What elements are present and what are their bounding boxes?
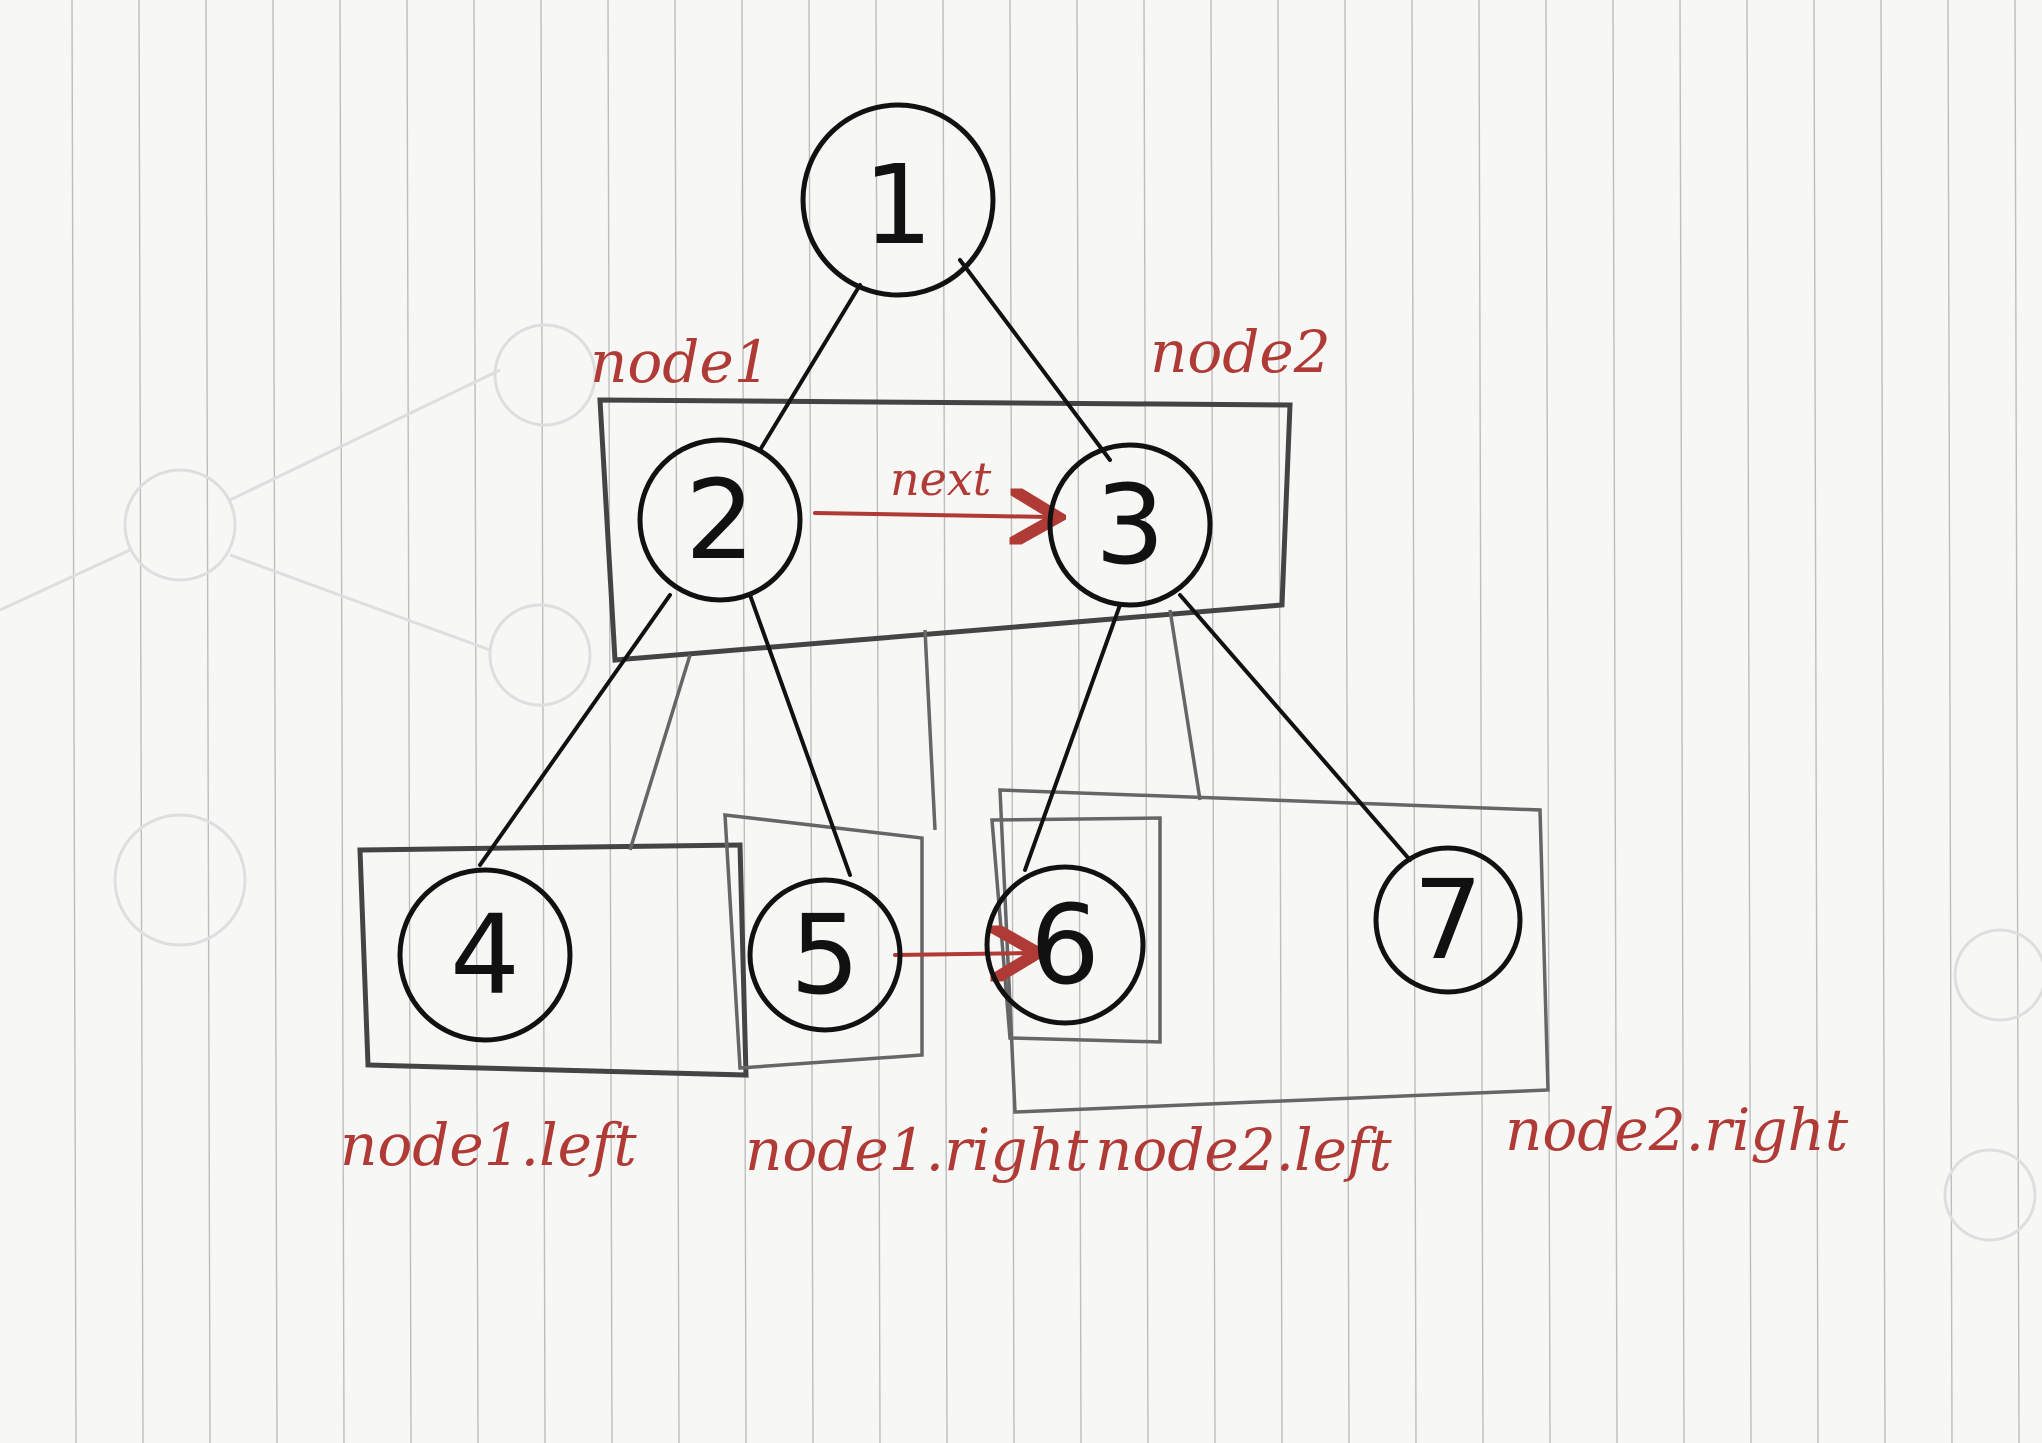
rule-line [942,0,948,1443]
node1-left-annotation: node1.left [340,1111,637,1179]
next-arrow-2-3 [813,513,1050,517]
node-circle [1047,442,1213,608]
next-pointers [813,513,1050,955]
notebook-rule-lines [71,0,2020,1443]
rule-line [138,0,144,1443]
rule-line [1210,0,1216,1443]
node-label: 2 [685,456,755,584]
node1-node2-box [597,397,1293,663]
rule-line [406,0,412,1443]
rule-line [473,0,479,1443]
rule-line [1478,0,1484,1443]
tree-node-1: 1 [800,102,996,298]
rule-line [2014,0,2020,1443]
rule-line [71,0,77,1443]
rule-line [272,0,278,1443]
node-circle [984,864,1146,1026]
tree-node-3: 3 [1047,442,1213,608]
next-annotation: next [890,452,992,506]
rule-line [1947,0,1953,1443]
node-label: 4 [450,891,520,1019]
rule-line [1813,0,1819,1443]
node-label: 7 [1413,856,1483,984]
node1-left-box [357,842,749,1078]
rule-line [674,0,680,1443]
tree-node-5: 5 [747,877,903,1033]
edge-2-4 [478,593,672,867]
next-arrow-5-6 [893,953,1030,955]
node-label: 5 [790,891,860,1019]
node-circle [1373,845,1523,995]
box-connectors [628,609,1202,851]
node-circle [397,867,573,1043]
rule-line [1545,0,1551,1443]
tree-node-6: 6 [984,864,1146,1026]
edge-3-6 [1023,603,1122,872]
rule-line [1344,0,1350,1443]
edge-1-3 [958,258,1112,462]
node1-right-annotation: node1.right [745,1116,1089,1184]
tree-node-7: 7 [1373,845,1523,995]
rule-line [1277,0,1283,1443]
rule-line [205,0,211,1443]
ghost-sketch [0,323,2042,1242]
node1-annotation: node1 [590,328,771,396]
rule-line [607,0,613,1443]
node-circle [747,877,903,1033]
edge-3-7 [1178,593,1412,862]
node-label: 6 [1030,881,1100,1009]
edge-1-2 [758,283,862,452]
node-circle [800,102,996,298]
rule-line [1143,0,1149,1443]
edge-2-5 [748,593,852,877]
rule-line [1880,0,1886,1443]
rule-line [741,0,747,1443]
rule-line [1746,0,1752,1443]
rule-line [875,0,881,1443]
node2-left-annotation: node2.left [1095,1116,1392,1184]
rule-line [339,0,345,1443]
tree-node-4: 4 [397,867,573,1043]
node-circle [637,437,803,603]
rule-line [808,0,814,1443]
rule-line [1009,0,1015,1443]
rule-line [540,0,546,1443]
node2-annotation: node2 [1150,318,1331,386]
rule-line [1679,0,1685,1443]
rule-line [1612,0,1618,1443]
tree-edges [478,258,1412,877]
node1-right-box [723,813,924,1070]
node-label: 3 [1095,461,1165,589]
tree-node-2: 2 [637,437,803,603]
node-label: 1 [863,141,933,269]
node2-right-annotation: node2.right [1505,1096,1849,1164]
rule-line [1411,0,1417,1443]
